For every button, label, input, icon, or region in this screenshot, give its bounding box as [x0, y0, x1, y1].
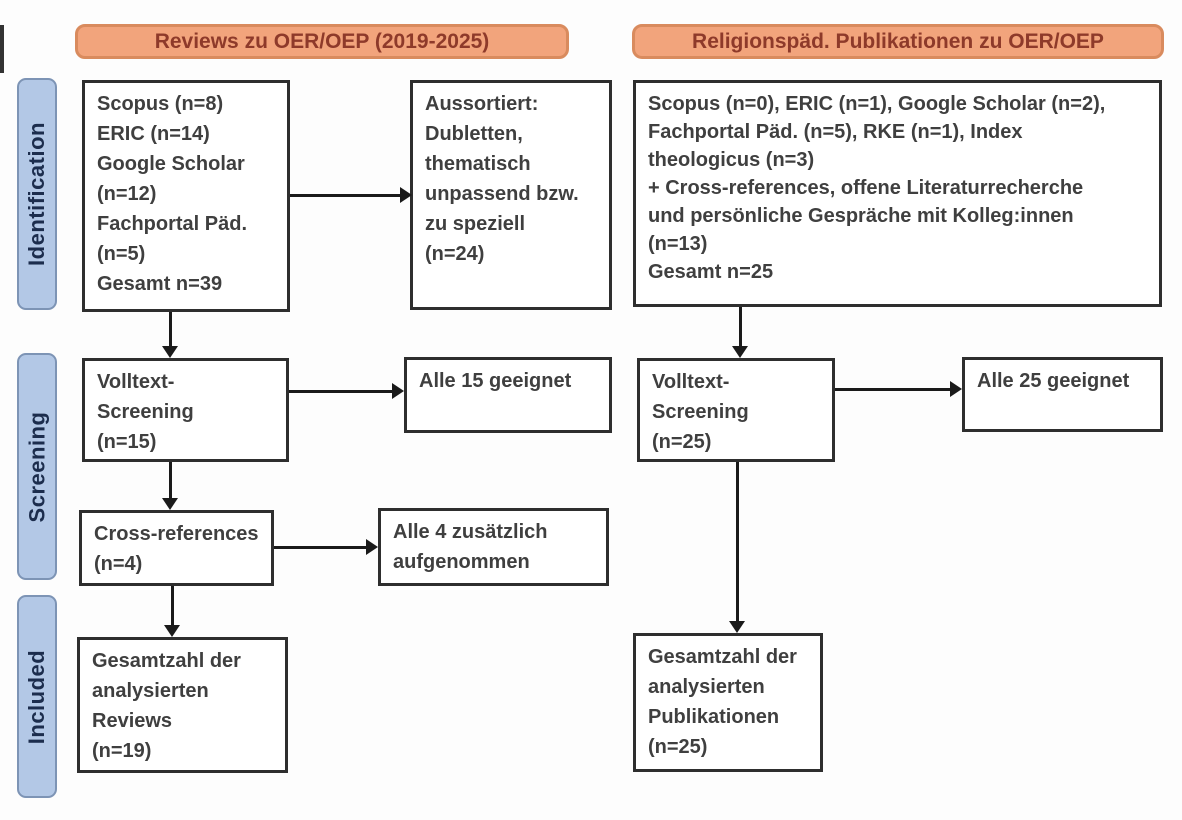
box-right-fulltext-screening: Volltext- Screening (n=25)	[637, 358, 835, 462]
box-right-included-total: Gesamtzahl der analysierten Publikatione…	[633, 633, 823, 772]
column-header-reviews: Reviews zu OER/OEP (2019-2025)	[75, 24, 569, 59]
box-left-excluded: Aussortiert: Dubletten, thematisch unpas…	[410, 80, 612, 310]
box-right-sources: Scopus (n=0), ERIC (n=1), Google Scholar…	[633, 80, 1162, 307]
stage-label-identification-text: Identification	[24, 122, 50, 266]
box-left-sources: Scopus (n=8) ERIC (n=14) Google Scholar …	[82, 80, 290, 312]
box-left-cross-references: Cross-references (n=4)	[79, 510, 274, 586]
box-left-fulltext-screening: Volltext- Screening (n=15)	[82, 358, 289, 462]
stage-label-included: Included	[17, 595, 57, 798]
box-right-eligible: Alle 25 geeignet	[962, 357, 1163, 432]
screenshot-edge-artifact	[0, 25, 4, 73]
box-left-eligible: Alle 15 geeignet	[404, 357, 612, 433]
box-left-added: Alle 4 zusätzlich aufgenommen	[378, 508, 609, 586]
column-header-religionspaed: Religionspäd. Publikationen zu OER/OEP	[632, 24, 1164, 59]
stage-label-identification: Identification	[17, 78, 57, 310]
stage-label-screening-text: Screening	[24, 411, 49, 522]
stage-label-included-text: Included	[24, 649, 50, 744]
box-left-included-total: Gesamtzahl der analysierten Reviews (n=1…	[77, 637, 288, 773]
stage-label-screening: Screening	[17, 353, 57, 580]
